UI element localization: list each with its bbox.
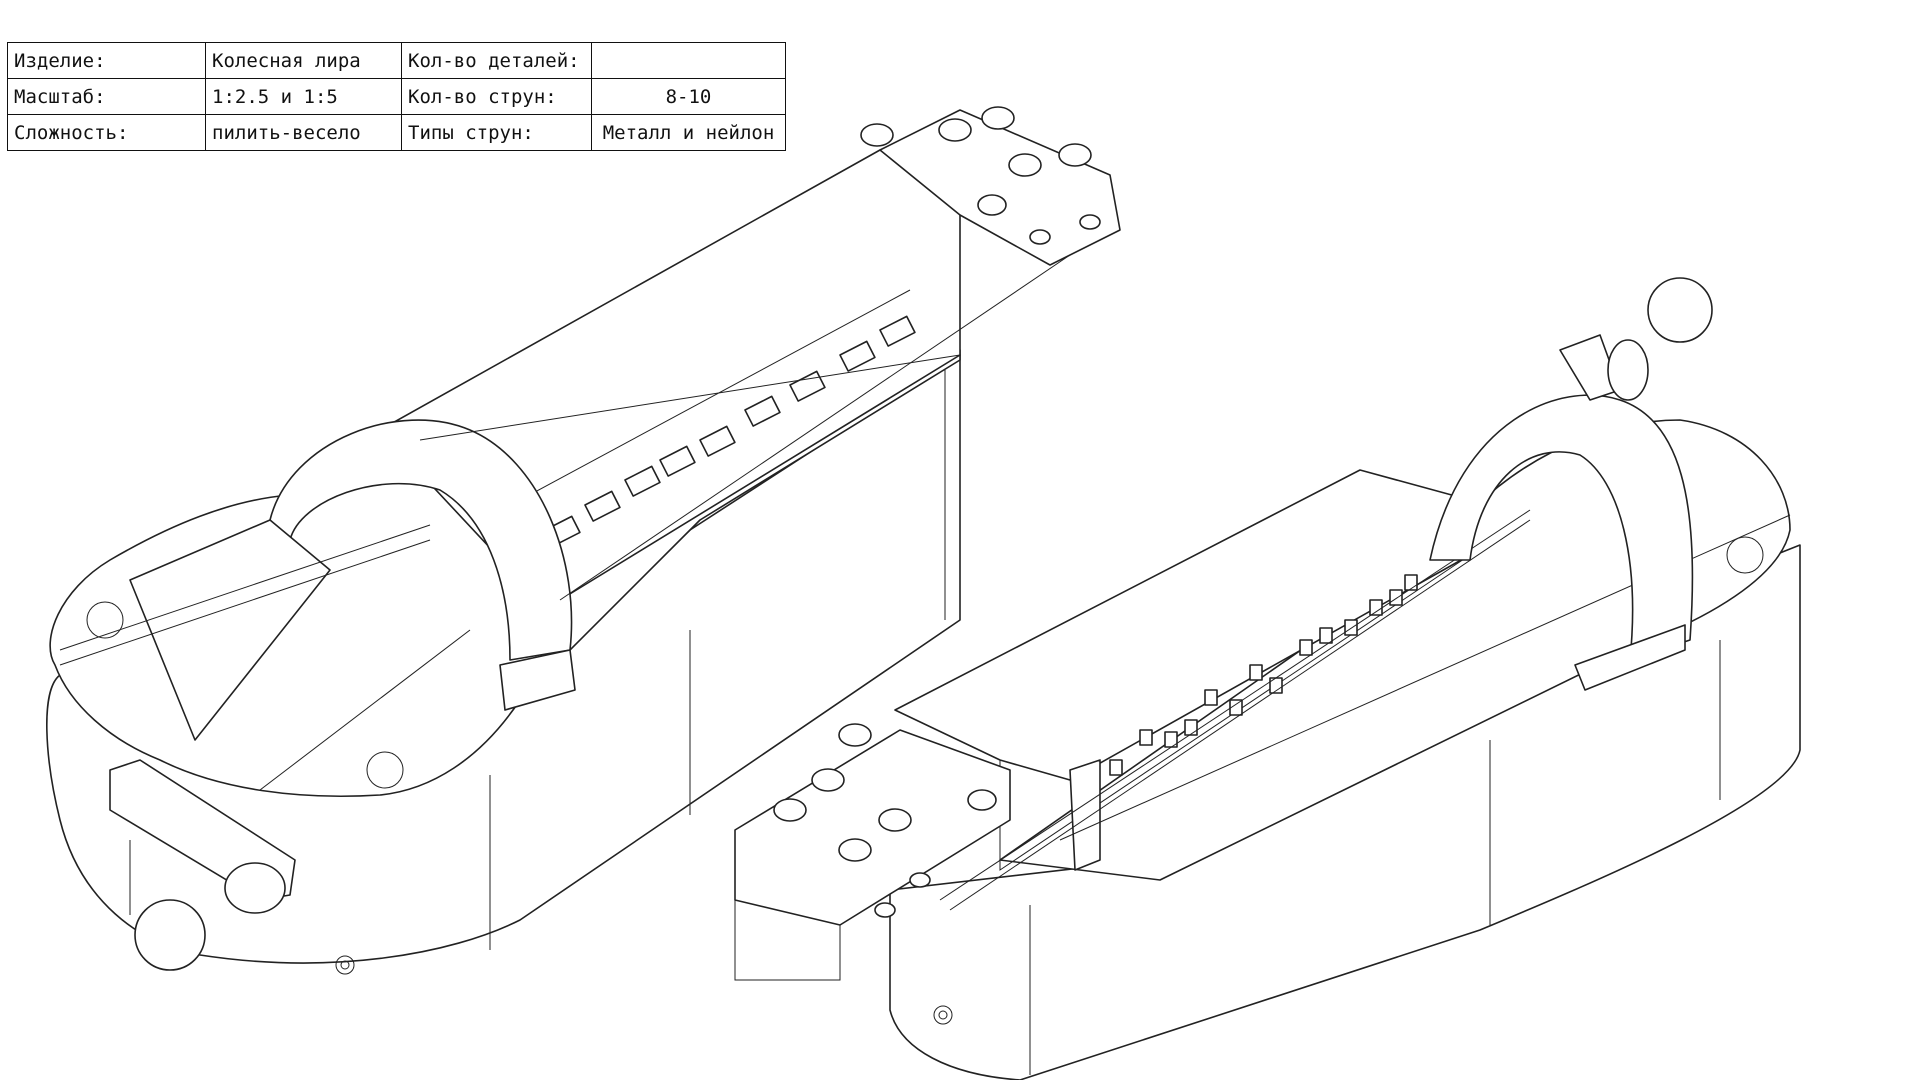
label-product: Изделие:: [7, 42, 206, 79]
peghead: [879, 109, 1121, 266]
sound-hole: [366, 751, 404, 789]
title-block-table: Изделие: Колесная лира Кол-во деталей: М…: [7, 42, 786, 151]
crank-knob: [1647, 277, 1713, 343]
crank-hub: [224, 862, 286, 914]
body-screw: [340, 960, 350, 970]
label-string-types: Типы струн:: [401, 114, 592, 151]
body-screw: [335, 955, 355, 975]
title-block-row: Изделие: Колесная лира Кол-во деталей:: [7, 42, 786, 79]
tailpiece: [129, 519, 331, 741]
crank-hub: [1607, 339, 1649, 401]
body-screw: [933, 1005, 953, 1025]
wheel-cover: [1429, 394, 1694, 661]
peghead-edge: [734, 900, 841, 981]
hurdy-gurdy-view-right: [734, 277, 1801, 1080]
hurdy-gurdy-view-left: [46, 106, 1121, 975]
value-product: Колесная лира: [205, 42, 402, 79]
sound-hole: [1726, 536, 1764, 574]
value-scale: 1:2.5 и 1:5: [205, 78, 402, 115]
soundboard-top: [999, 419, 1791, 881]
value-parts-count: [591, 42, 786, 79]
title-block-row: Масштаб: 1:2.5 и 1:5 Кол-во струн: 8-10: [7, 78, 786, 115]
sound-hole: [86, 601, 124, 639]
string: [59, 539, 431, 666]
string: [59, 524, 431, 651]
value-complexity: пилить-весело: [205, 114, 402, 151]
string: [939, 509, 1531, 901]
tuning-pegs-left: [860, 106, 1101, 245]
key-post: [1069, 759, 1101, 871]
wheel-cover: [269, 419, 573, 661]
peghead: [734, 729, 1011, 926]
title-block-row: Сложность: пилить-весело Типы струн: Мет…: [7, 114, 786, 151]
string: [559, 254, 1071, 601]
string: [949, 519, 1531, 911]
string: [259, 629, 471, 791]
label-strings-count: Кол-во струн:: [401, 78, 592, 115]
wheel-cover-foot: [499, 649, 576, 711]
body-screw: [938, 1010, 948, 1020]
tuning-pegs-right: [773, 723, 997, 918]
crank-knob: [134, 899, 206, 971]
value-string-types: Металл и нейлон: [591, 114, 786, 151]
keys-left: [544, 315, 916, 547]
wheel-cover-foot: [1574, 624, 1686, 691]
string: [419, 354, 961, 441]
body-outline: [889, 544, 1801, 1080]
